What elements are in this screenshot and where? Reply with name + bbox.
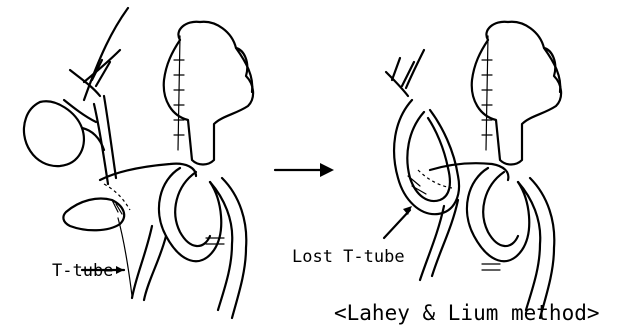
method-caption: <Lahey & Lium method> [334, 301, 600, 325]
transition-arrow [275, 163, 334, 177]
right-anatomy-drawing [386, 22, 561, 318]
lost-t-tube-label: Lost T-tube [292, 247, 405, 267]
lost-t-tube-pointer [384, 210, 410, 238]
